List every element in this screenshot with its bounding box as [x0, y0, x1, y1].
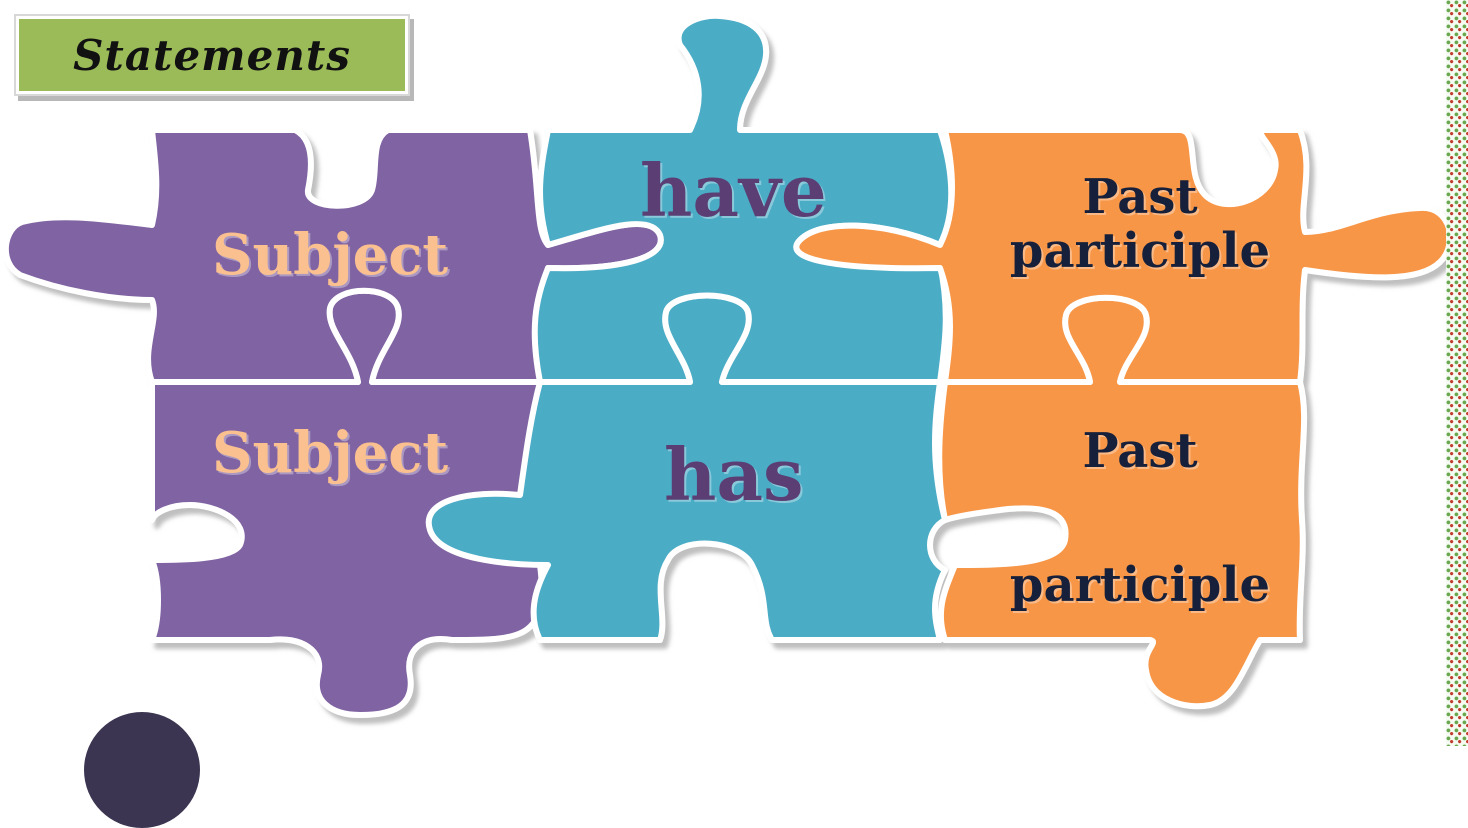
subject-label-1: Subject [212, 222, 449, 288]
title-banner: Statements [14, 14, 410, 96]
decorative-page-border [1446, 0, 1468, 746]
decorative-circle [84, 712, 200, 828]
past-participle-label-2-line1: Past [1082, 423, 1198, 479]
puzzle-piece-have [531, 12, 955, 385]
puzzle-piece-subject-1 [2, 127, 664, 385]
past-participle-label-1: Past participle [1005, 170, 1275, 278]
past-participle-label-1-line1: Past [1082, 169, 1198, 225]
puzzle-graphic [2, 12, 1453, 718]
past-participle-label-1-line2: participle [1009, 223, 1271, 279]
subject-label-2: Subject [212, 420, 449, 486]
auxiliary-label-has: has [664, 432, 804, 517]
slide-title: Statements [73, 30, 351, 80]
auxiliary-label-have: have [640, 148, 827, 233]
puzzle-piece-participle-1 [793, 127, 1453, 385]
past-participle-label-2-line2: participle [1009, 557, 1271, 613]
